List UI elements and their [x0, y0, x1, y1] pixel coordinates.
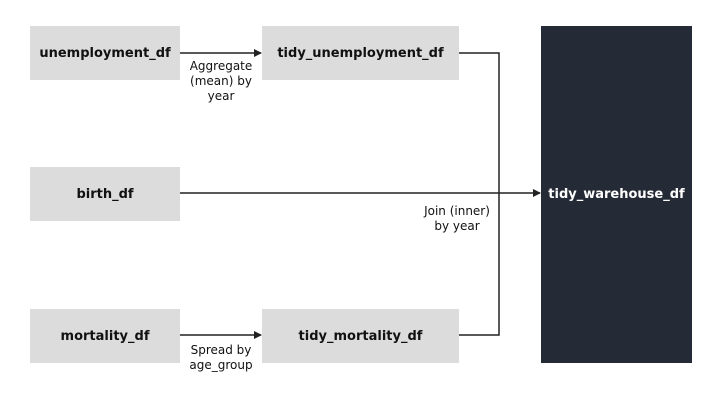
node-tidy-mortality-df: tidy_mortality_df [262, 309, 459, 363]
edge-label-aggregate-line-1: Aggregate [189, 59, 253, 73]
node-birth-df: birth_df [30, 167, 180, 221]
edge-label-aggregate: Aggregate (mean) by year [180, 59, 262, 104]
edge-label-join-line-1: Join (inner) [424, 204, 490, 218]
node-tidy-warehouse-df: tidy_warehouse_df [541, 26, 692, 363]
edge-label-spread-line-2: age_group [189, 358, 253, 372]
node-tidy-unemployment-df: tidy_unemployment_df [262, 26, 459, 80]
edge-label-aggregate-line-2: (mean) by [190, 74, 252, 88]
edge-label-aggregate-line-3: year [207, 89, 235, 103]
edge-tidy-unemployment-to-join [459, 52, 500, 193]
edge-label-spread: Spread by age_group [180, 343, 262, 373]
edge-tidy-mortality-to-join [459, 193, 500, 336]
edge-label-spread-line-1: Spread by [190, 343, 252, 357]
node-mortality-df: mortality_df [30, 309, 180, 363]
edge-label-join: Join (inner) by year [410, 204, 504, 234]
node-unemployment-df: unemployment_df [30, 26, 180, 80]
edge-label-join-line-2: by year [434, 219, 480, 233]
